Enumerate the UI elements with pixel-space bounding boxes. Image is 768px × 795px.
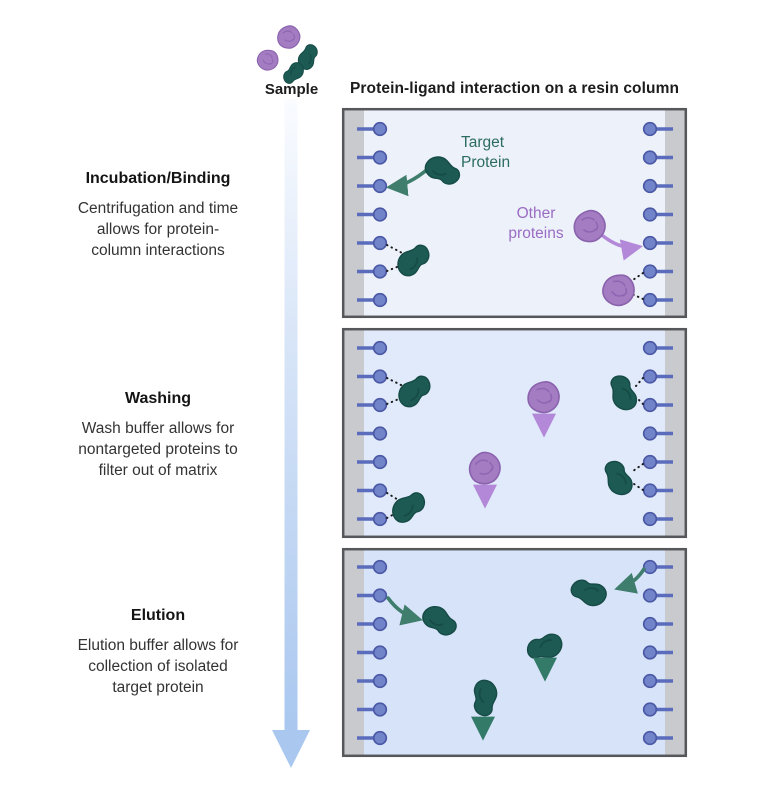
panel-incubation (341, 107, 688, 319)
diagram-title: Protein-ligand interaction on a resin co… (349, 80, 680, 97)
sample-protein-cluster (253, 25, 320, 89)
other-protein-icon (253, 45, 283, 75)
flow-arrow (272, 99, 310, 768)
stage-incubation: Incubation/Binding Centrifugation and ti… (38, 170, 278, 261)
stage-heading: Elution (130, 607, 186, 624)
binding-dotted-line (632, 463, 644, 472)
binding-dotted-line (635, 377, 644, 387)
binding-dotted-line (386, 377, 404, 387)
stage-description: Centrifugation and time allows for prote… (77, 200, 239, 259)
panel-elution (341, 547, 688, 758)
binding-dotted-line (386, 244, 405, 255)
other-protein-icon (277, 25, 301, 49)
elution-release-arrow (614, 567, 646, 594)
stage-heading: Incubation/Binding (85, 170, 231, 187)
panel-washing (341, 327, 688, 539)
target-protein-label: Target Protein (461, 134, 511, 171)
binding-dotted-line (636, 397, 644, 405)
other-protein-icon (573, 209, 606, 243)
binding-dotted-line (633, 483, 644, 491)
binding-arrow-purple (601, 234, 643, 261)
sample-label: Sample (264, 81, 319, 98)
stage-elution: Elution Elution buffer allows for collec… (38, 607, 278, 698)
other-proteins-label: Other proteins (508, 205, 564, 242)
stage-washing: Washing Wash buffer allows for nontarget… (38, 390, 278, 481)
stage-description: Wash buffer allows for nontargeted prote… (78, 420, 238, 479)
stage-heading: Washing (124, 390, 192, 407)
stage-description: Elution buffer allows for collection of … (77, 637, 239, 696)
elution-release-arrow (386, 596, 423, 626)
